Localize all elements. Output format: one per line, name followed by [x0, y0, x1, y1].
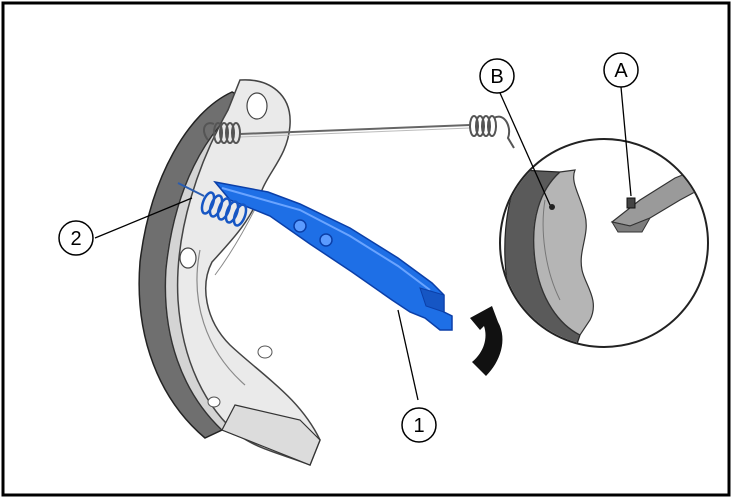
adjuster-spring [177, 182, 248, 227]
leader-line-1 [397, 309, 419, 401]
leader-line-2 [94, 197, 193, 239]
leader-lines [94, 86, 632, 401]
callout-a-label: A [614, 60, 628, 82]
callout-b: B [479, 58, 515, 94]
brake-shoe [138, 79, 321, 466]
lever-highlight [221, 187, 431, 291]
lever-body [213, 180, 453, 331]
lever-pivot-hole [293, 219, 307, 233]
shoe-hole [246, 92, 268, 120]
brake-shoe-web [176, 79, 321, 466]
callout-1: 1 [401, 407, 437, 443]
detail-inset [499, 138, 709, 348]
spring-wire [239, 127, 471, 138]
inset-shoe-detail [542, 199, 561, 301]
spring-hook [203, 122, 215, 141]
leader-line-a [620, 86, 632, 197]
callout-2-label: 2 [70, 228, 81, 250]
shoe-hole [257, 345, 273, 359]
leader-line-b [499, 92, 551, 206]
callout-2: 2 [58, 220, 94, 256]
inset-lever-lower [610, 217, 652, 233]
brake-shoe-rib [196, 249, 246, 386]
brake-shoe-lower-end [221, 404, 321, 466]
inset-shoe [533, 169, 594, 336]
return-spring [203, 115, 515, 149]
inset-pin-a [626, 197, 636, 209]
shoe-hole [207, 396, 221, 408]
rotation-arrow-icon [470, 306, 503, 376]
shoe-hole [179, 247, 197, 269]
callout-b-label: B [490, 66, 503, 88]
spring-coil-left [213, 122, 241, 144]
spring-hook [493, 115, 515, 149]
parking-brake-lever [213, 180, 453, 331]
callout-1-label: 1 [413, 415, 424, 437]
lever-pivot-hole [319, 233, 333, 247]
spring-coil-right [469, 115, 497, 137]
callout-a: A [603, 52, 639, 88]
inset-pin-b [549, 204, 555, 210]
spring-wire [239, 124, 471, 135]
lever-end-tab [419, 287, 445, 313]
